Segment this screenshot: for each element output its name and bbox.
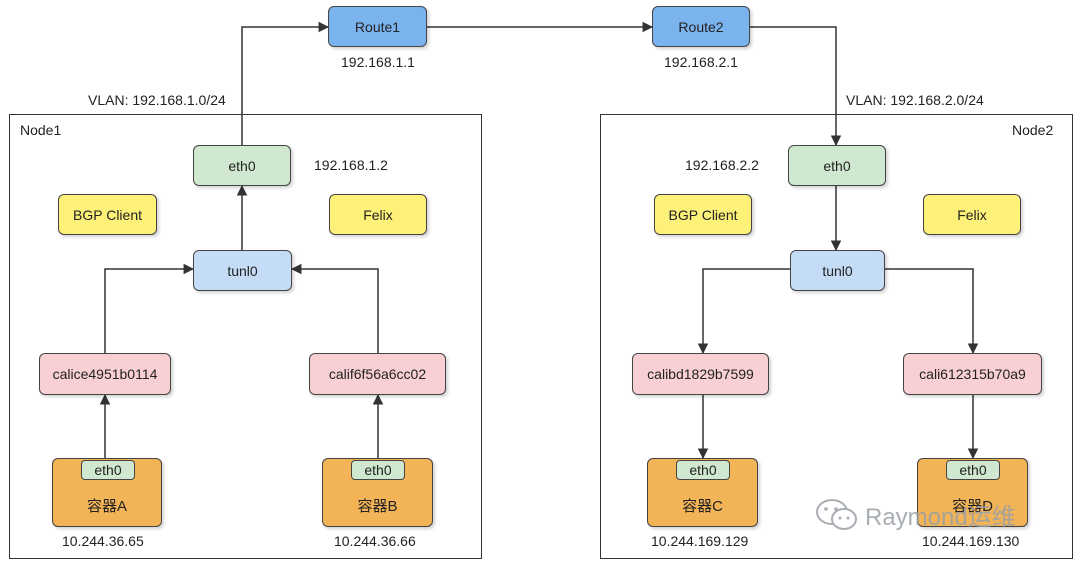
line-tunl-calibd	[697, 268, 790, 355]
container-d-ip: 10.244.169.130	[922, 533, 1020, 549]
watermark-text: Raymond运维	[865, 504, 1016, 531]
node2-tunl0[interactable]: tunl0	[790, 250, 885, 291]
route2-box[interactable]: Route2	[652, 6, 750, 47]
container-c-ip: 10.244.169.129	[651, 533, 749, 549]
node2-felix[interactable]: Felix	[923, 194, 1021, 235]
node1-tunl0[interactable]: tunl0	[193, 250, 292, 291]
node1-felix[interactable]: Felix	[329, 194, 427, 235]
node2-title: Node2	[1012, 122, 1054, 138]
node2-frame	[600, 114, 1073, 559]
container-b-ip: 10.244.36.66	[334, 533, 416, 549]
node2-cali-d[interactable]: cali612315b70a9	[903, 353, 1042, 395]
line-tunl-cali612	[885, 268, 979, 355]
node2-cali-c[interactable]: calibd1829b7599	[632, 353, 769, 395]
node1-cali-a[interactable]: calice4951b0114	[39, 353, 171, 395]
wechat-icon	[816, 498, 857, 530]
node2-eth0-ip: 192.168.2.2	[685, 157, 759, 173]
vlan-left-label: VLAN: 192.168.1.0/24	[88, 92, 226, 108]
node1-cali-b[interactable]: calif6f56a6cc02	[309, 353, 446, 395]
node1-eth0[interactable]: eth0	[193, 145, 291, 186]
line-eth0-route1	[241, 21, 330, 145]
route1-ip: 192.168.1.1	[341, 54, 415, 70]
container-d-eth0[interactable]: eth0	[946, 460, 1000, 480]
node1-title: Node1	[20, 122, 62, 138]
route1-box[interactable]: Route1	[328, 6, 427, 47]
container-c-eth0[interactable]: eth0	[676, 460, 730, 480]
node2-eth0[interactable]: eth0	[788, 145, 886, 186]
line-calif-tunl	[290, 263, 379, 353]
container-a-eth0[interactable]: eth0	[81, 460, 135, 480]
line-calice-tunl	[104, 263, 195, 353]
route2-ip: 192.168.2.1	[664, 54, 738, 70]
vlan-right-label: VLAN: 192.168.2.0/24	[846, 92, 984, 108]
line-route2-eth0	[750, 26, 842, 147]
container-a-ip: 10.244.36.65	[62, 533, 144, 549]
node2-bgp-client[interactable]: BGP Client	[654, 194, 752, 235]
node1-frame	[9, 114, 482, 559]
node1-bgp-client[interactable]: BGP Client	[58, 194, 157, 235]
container-b-eth0[interactable]: eth0	[351, 460, 405, 480]
watermark: Raymond运维	[815, 497, 1016, 532]
node1-eth0-ip: 192.168.1.2	[314, 157, 388, 173]
